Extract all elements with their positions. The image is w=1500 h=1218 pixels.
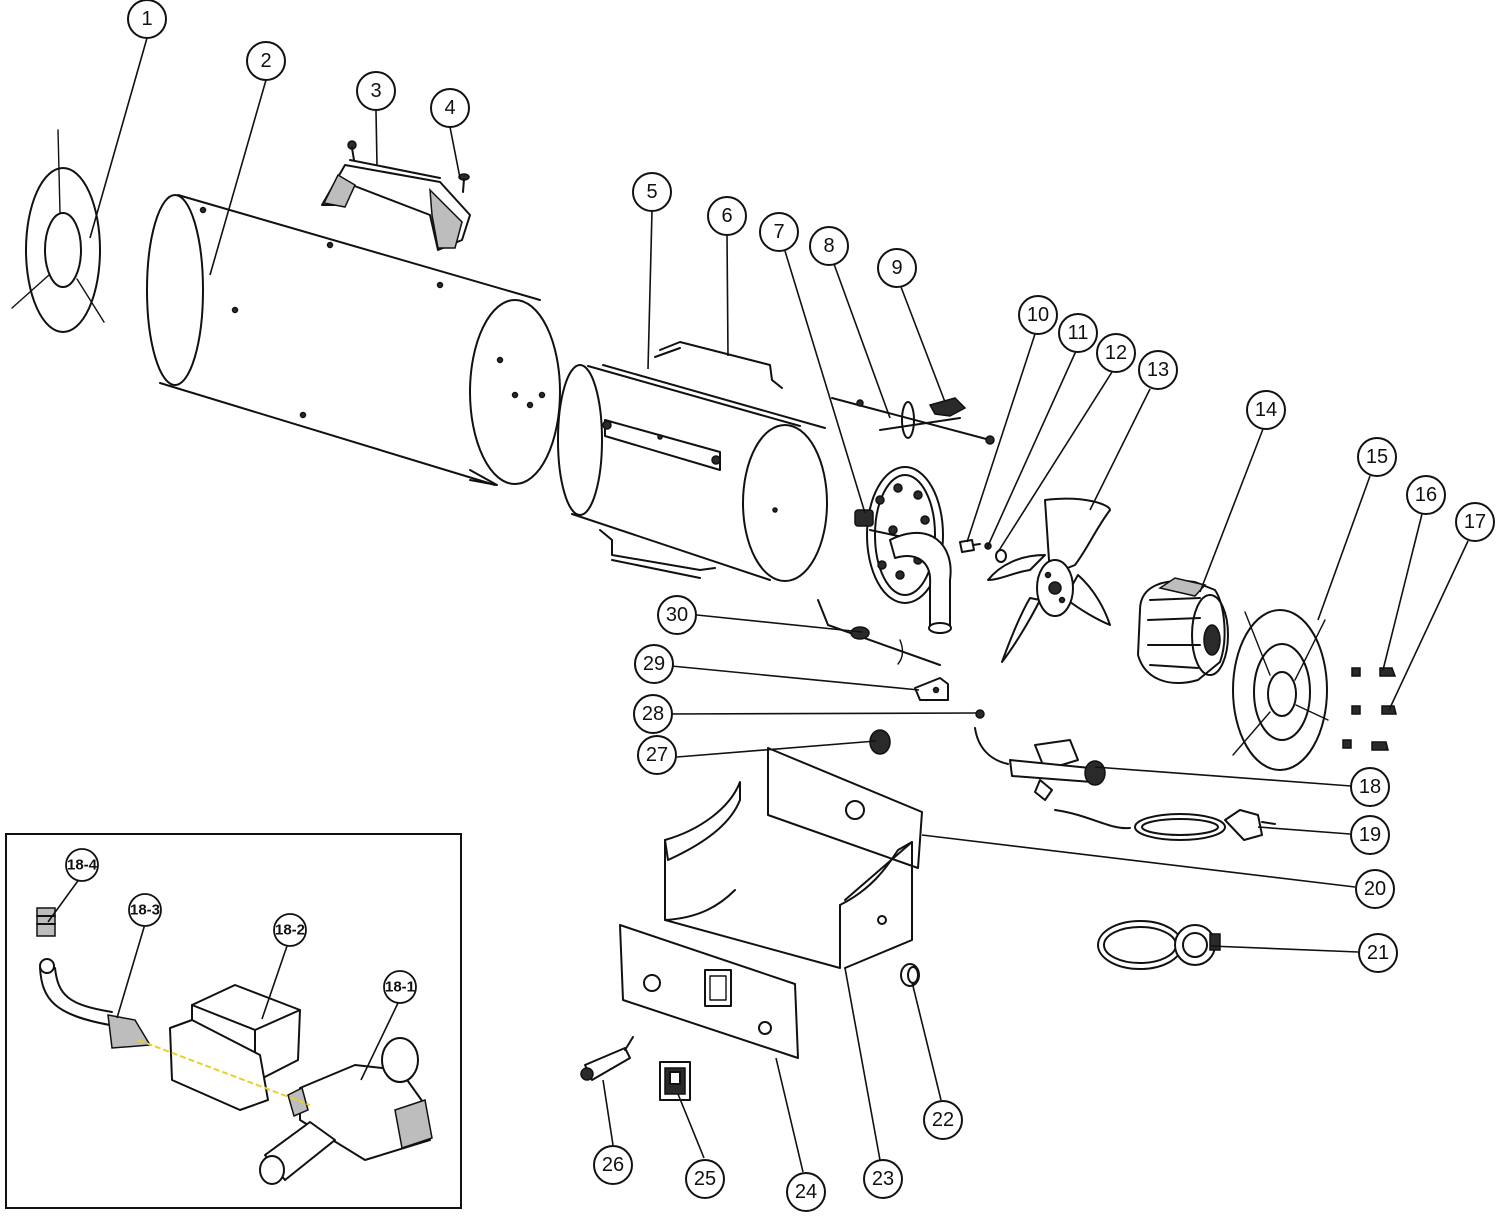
callout-11: 11 (1058, 313, 1098, 353)
callout-2: 2 (246, 41, 286, 81)
callout-13: 13 (1138, 350, 1178, 390)
callout-24: 24 (786, 1172, 826, 1212)
callout-14: 14 (1246, 390, 1286, 430)
part-24-control-panel (619, 924, 799, 1059)
callout-21: 21 (1358, 933, 1398, 973)
part-5-inner-chamber (557, 364, 828, 582)
part-3-carry-handle (321, 140, 471, 251)
callout-10: 10 (1018, 295, 1058, 335)
callout-30: 30 (657, 595, 697, 635)
callout-20: 20 (1355, 869, 1395, 909)
svg-text:11: 11 (1068, 322, 1089, 344)
callout-18-1: 18-1 (383, 970, 417, 1004)
svg-text:18-1: 18-1 (385, 979, 415, 996)
part-30-igniter-electrode (817, 599, 941, 666)
svg-text:22: 22 (932, 1109, 954, 1131)
part-16-17-fasteners (1342, 667, 1397, 751)
part-4-screw (458, 173, 470, 193)
callout-16: 16 (1406, 475, 1446, 515)
svg-text:18: 18 (1359, 776, 1381, 798)
part-15-rear-guard (1232, 609, 1329, 771)
callout-25: 25 (685, 1159, 725, 1199)
leader-lines (47, 37, 1469, 1173)
svg-text:18-3: 18-3 (130, 902, 160, 919)
svg-text:23: 23 (872, 1168, 894, 1190)
svg-text:25: 25 (694, 1168, 716, 1190)
svg-text:14: 14 (1255, 399, 1277, 421)
part-13-fan-blade (987, 497, 1111, 663)
part-29-bracket (914, 677, 949, 701)
svg-text:27: 27 (646, 744, 668, 766)
part-22-grommet (900, 963, 920, 987)
inset-valve-subassembly (5, 833, 462, 1209)
svg-text:7: 7 (773, 221, 784, 243)
callout-4: 4 (430, 88, 470, 128)
svg-text:5: 5 (646, 181, 657, 203)
svg-text:29: 29 (643, 653, 665, 675)
svg-text:26: 26 (602, 1154, 624, 1176)
part-8-thermocouple (831, 397, 995, 445)
svg-text:13: 13 (1147, 359, 1169, 381)
callout-8: 8 (809, 226, 849, 266)
svg-text:8: 8 (823, 235, 834, 257)
part-2-outer-shell (146, 194, 561, 486)
svg-text:20: 20 (1364, 878, 1386, 900)
svg-text:18-4: 18-4 (67, 857, 98, 874)
callout-9: 9 (877, 248, 917, 288)
callout-18-2: 18-2 (273, 913, 307, 947)
part-20-base-housing (664, 747, 923, 969)
callout-7: 7 (759, 212, 799, 252)
svg-text:3: 3 (370, 80, 381, 102)
callout-1: 1 (127, 0, 167, 39)
part-25-rocker-switch (659, 1061, 691, 1101)
svg-text:4: 4 (444, 97, 455, 119)
callout-28: 28 (633, 694, 673, 734)
svg-text:17: 17 (1464, 511, 1486, 533)
part-14-motor (1137, 577, 1229, 684)
part-28-nozzle (975, 709, 985, 719)
callout-23: 23 (863, 1159, 903, 1199)
part-9-connector (928, 397, 967, 417)
callout-18-3: 18-3 (128, 893, 162, 927)
callout-17: 17 (1455, 502, 1495, 542)
callout-12: 12 (1096, 333, 1136, 373)
part-7-burner-head (854, 466, 952, 634)
callout-18: 18 (1350, 767, 1390, 807)
svg-text:28: 28 (642, 703, 664, 725)
svg-text:18-2: 18-2 (275, 922, 305, 939)
part-6-brackets (599, 341, 783, 579)
svg-text:6: 6 (721, 205, 732, 227)
callout-balloons: 1 2 3 4 5 6 7 8 9 10 11 12 13 14 15 16 1… (65, 0, 1495, 1212)
svg-text:19: 19 (1359, 824, 1381, 846)
svg-text:16: 16 (1415, 484, 1437, 506)
svg-text:1: 1 (141, 8, 152, 30)
svg-text:21: 21 (1367, 942, 1389, 964)
callout-3: 3 (356, 71, 396, 111)
svg-text:9: 9 (891, 257, 902, 279)
callout-19: 19 (1350, 815, 1390, 855)
part-18-valve-assembly (974, 727, 1106, 801)
callout-27: 27 (637, 735, 677, 775)
callout-29: 29 (634, 644, 674, 684)
callout-26: 26 (593, 1145, 633, 1185)
part-19-power-cord (1054, 809, 1276, 841)
callout-18-4: 18-4 (65, 848, 99, 882)
svg-text:12: 12 (1105, 342, 1127, 364)
svg-text:2: 2 (260, 50, 271, 72)
svg-text:30: 30 (666, 604, 688, 626)
callout-6: 6 (707, 196, 747, 236)
svg-text:15: 15 (1366, 446, 1388, 468)
part-1-front-guard (11, 129, 105, 333)
callout-22: 22 (923, 1100, 963, 1140)
callout-15: 15 (1357, 437, 1397, 477)
callout-5: 5 (632, 172, 672, 212)
svg-text:10: 10 (1027, 304, 1049, 326)
part-21-regulator-hose (1097, 920, 1221, 970)
svg-text:24: 24 (795, 1181, 817, 1203)
part-26-piezo-igniter (580, 1036, 634, 1081)
